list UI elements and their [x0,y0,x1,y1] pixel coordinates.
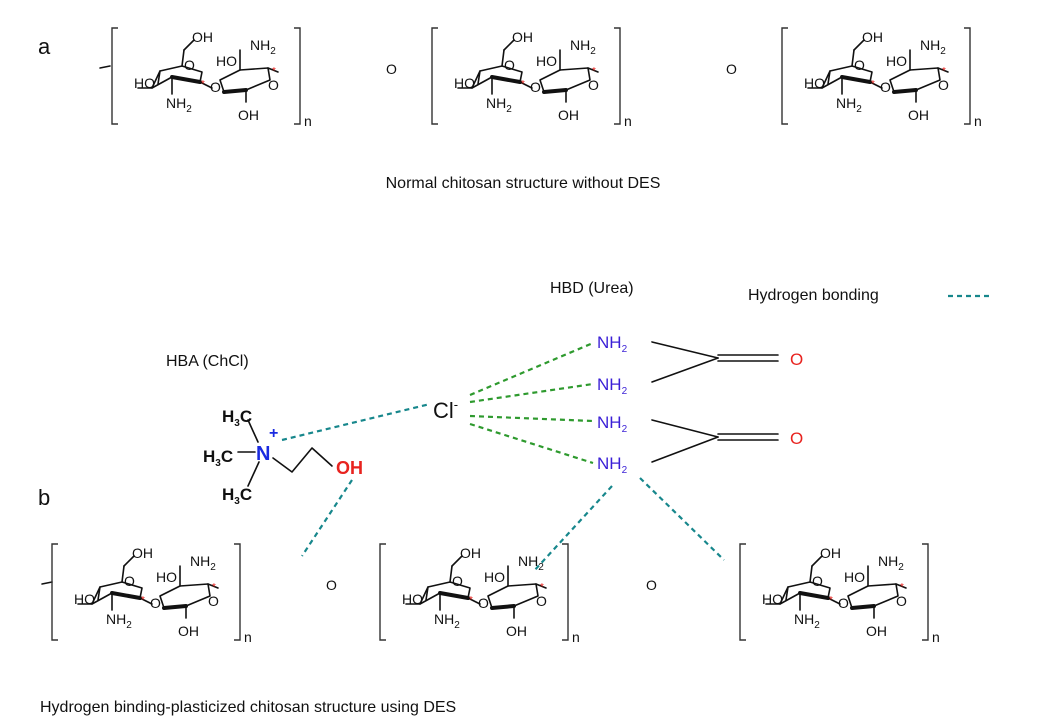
hbond-choline-cl [281,402,431,442]
ammonium-nitrogen: N [256,443,270,465]
bridge-oxygen-label: O [326,577,337,593]
chitosan-unit [51,543,253,646]
chitosan-unit [739,543,941,646]
panel-b-letter: b [38,485,50,510]
hbond-urea-chitosan-oh-1 [532,485,613,573]
urea-amine-4: NH2 [597,454,628,476]
hbond-cl-urea-3 [469,414,594,423]
urea-amine-3: NH2 [597,413,628,435]
bridge-oxygen-label: O [386,61,397,77]
urea-skeleton-1 [651,341,779,383]
hbd-label: HBD (Urea) [550,280,634,297]
chitosan-unit [781,27,983,130]
bridge-oxygen-label: O [726,61,737,77]
choline-hydroxyl: OH [336,458,363,478]
urea-amine-2: NH2 [597,375,628,397]
urea-carbonyl-oxygen: O [790,350,803,369]
chain-end-bond [41,581,53,585]
chitosan-unit [111,27,313,130]
urea-amine-1: NH2 [597,333,628,355]
hbond-cl-urea-4 [469,422,594,465]
hbond-cl-urea-1 [469,341,594,397]
panel-a-letter: a [38,34,51,59]
hbond-cl-urea-2 [469,382,594,404]
hbond-oh-chitosan-nh2 [301,479,353,557]
methyl-group-label: H3C [203,447,233,469]
methyl-group-label: H3C [222,485,252,507]
panel-b-caption: Hydrogen binding-plasticized chitosan st… [40,699,456,716]
choline-cation: H3C H3C H3C N + OH [203,407,363,507]
urea-carbonyl-oxygen: O [790,429,803,448]
hba-label: HBA (ChCl) [166,353,249,370]
panel-a-caption: Normal chitosan structure without DES [386,175,661,192]
legend-label: Hydrogen bonding [748,287,879,304]
chloride-ion: Cl- [433,397,458,423]
chitosan-unit [379,543,581,646]
positive-charge: + [269,425,278,442]
chain-end-bond [99,65,111,69]
chitosan-unit [431,27,633,130]
hbond-urea-chitosan-oh-2 [639,477,725,561]
bridge-oxygen-label: O [646,577,657,593]
methyl-group-label: H3C [222,407,252,429]
urea-skeleton-2 [651,419,779,463]
